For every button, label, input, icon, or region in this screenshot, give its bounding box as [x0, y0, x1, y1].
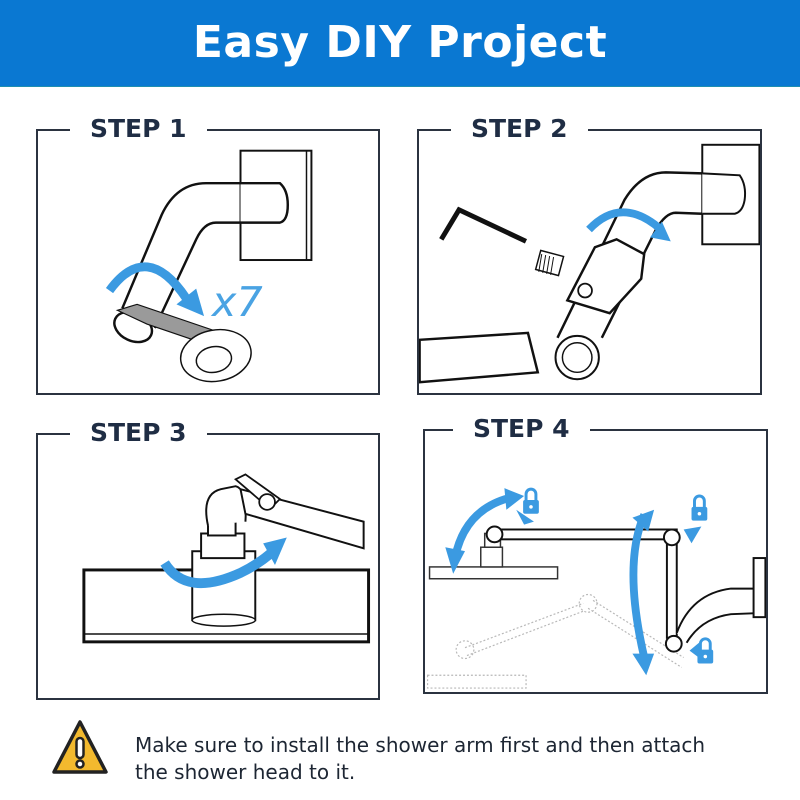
step-4-panel: STEP 4: [423, 414, 768, 694]
double-arrow-icon: [504, 488, 525, 510]
repeat-count: x7: [210, 278, 263, 326]
warning-line-2: the shower head to it.: [135, 760, 356, 784]
hex-key-icon: [439, 206, 528, 244]
step-4-label: STEP 4: [453, 414, 590, 444]
warning-note: Make sure to install the shower arm firs…: [50, 718, 790, 788]
warning-text: Make sure to install the shower arm firs…: [135, 732, 705, 786]
step-3-illustration: [82, 473, 371, 644]
set-screw-icon: [534, 249, 565, 277]
step-2-illustration: [419, 143, 760, 384]
curved-arrow-icon: [105, 262, 191, 301]
step-1-label: STEP 1: [70, 114, 207, 144]
step-1-illustration: x7: [105, 149, 313, 383]
step-3-panel: STEP 3: [36, 418, 380, 700]
step-3-label: STEP 3: [70, 418, 207, 448]
page-title: Easy DIY Project: [192, 16, 608, 68]
lock-icon: [691, 494, 708, 521]
step-1-panel: x7 STEP 1: [36, 114, 380, 395]
step-4-illustration: [426, 487, 766, 689]
lock-icon: [523, 487, 539, 514]
step-2-panel: STEP 2: [417, 114, 762, 395]
warning-line-1: Make sure to install the shower arm firs…: [135, 733, 706, 757]
header-banner: Easy DIY Project: [0, 0, 800, 87]
step-2-label: STEP 2: [451, 114, 588, 144]
lock-icon: [697, 637, 714, 664]
warning-triangle-icon: [52, 720, 108, 774]
